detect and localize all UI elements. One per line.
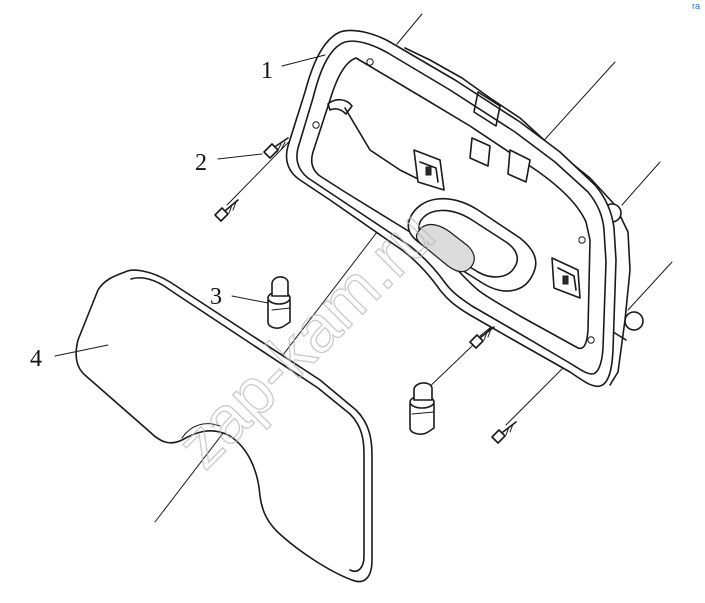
frame-center-lens <box>407 197 537 292</box>
screw-left <box>214 199 239 222</box>
screw-upper <box>263 137 289 159</box>
lens-cover <box>75 269 373 583</box>
bulb-left <box>267 276 291 329</box>
callout-label-3: 3 <box>210 284 222 310</box>
callout-label-1: 1 <box>261 58 273 84</box>
corner-mark: ra <box>692 1 700 11</box>
bulb-right <box>409 382 435 435</box>
mounting-clips <box>413 91 581 299</box>
screw-lower-right <box>491 421 517 444</box>
screw-middle-right <box>469 326 495 349</box>
callout-leaders <box>54 54 326 357</box>
callout-label-4: 4 <box>30 346 42 372</box>
callout-label-2: 2 <box>195 150 207 176</box>
